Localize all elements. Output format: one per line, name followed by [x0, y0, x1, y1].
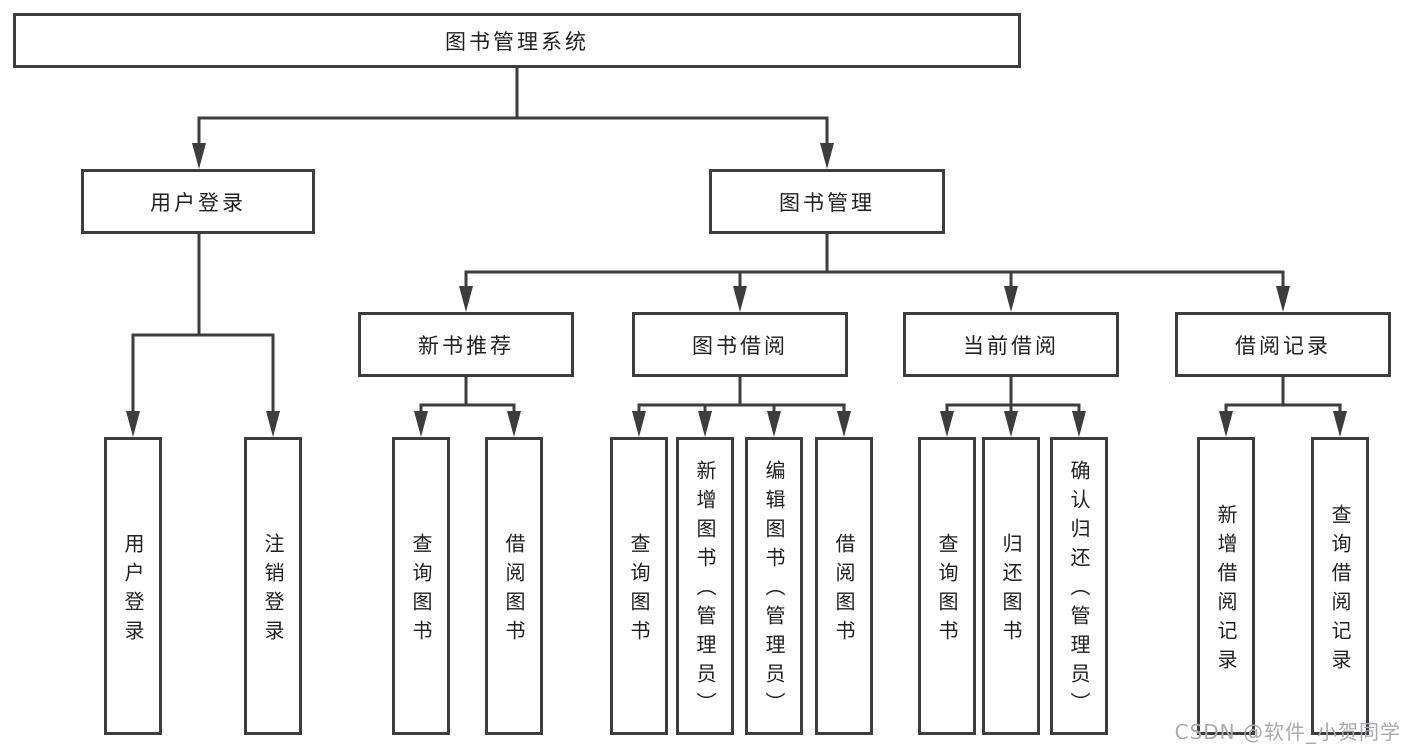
node-user-login-label: 用户登录	[150, 190, 246, 215]
leaf-logout-login-label: 注销登录	[261, 532, 285, 649]
edges-book-management-to-level3	[459, 232, 1290, 312]
leaf-query-borrow-record-label: 查询借阅记录	[1328, 503, 1352, 678]
leaf-edit-books-admin-label: 编辑图书（管理员）	[762, 460, 786, 721]
node-library-system: 图书管理系统	[13, 13, 1021, 68]
edges-root-to-level2	[192, 66, 834, 169]
leaf-query-books-recommend-label: 查询图书	[409, 532, 433, 649]
node-borrowing-records-label: 借阅记录	[1235, 333, 1331, 358]
node-current-borrowing-label: 当前借阅	[963, 333, 1059, 358]
node-new-book-recommendation-label: 新书推荐	[418, 333, 514, 358]
leaf-return-books: 归还图书	[982, 437, 1040, 735]
leaf-confirm-return-admin: 确认归还（管理员）	[1050, 437, 1108, 735]
leaf-query-books-recommend: 查询图书	[392, 437, 450, 735]
watermark: CSDN @软件_小贺同学	[1174, 720, 1401, 744]
leaf-add-borrow-record-label: 新增借阅记录	[1214, 503, 1238, 678]
leaf-logout-login: 注销登录	[244, 437, 302, 735]
leaf-confirm-return-admin-label: 确认归还（管理员）	[1067, 460, 1091, 721]
node-new-book-recommendation: 新书推荐	[358, 312, 574, 377]
edges-borrowing-records-children	[1219, 375, 1347, 437]
edges-book-borrowing-children	[632, 375, 851, 437]
leaf-add-books-admin: 新增图书（管理员）	[676, 437, 734, 735]
edges-new-book-recommendation-children	[414, 375, 521, 437]
edges-current-borrowing-children	[940, 375, 1086, 437]
leaf-return-books-label: 归还图书	[999, 532, 1023, 649]
node-user-login: 用户登录	[81, 169, 315, 234]
leaf-edit-books-admin: 编辑图书（管理员）	[745, 437, 803, 735]
leaf-borrow-books-borrowing: 借阅图书	[815, 437, 873, 735]
node-book-borrowing-label: 图书借阅	[692, 333, 788, 358]
edges-user-login-children	[126, 232, 280, 437]
leaf-add-books-admin-label: 新增图书（管理员）	[693, 460, 717, 721]
node-book-borrowing: 图书借阅	[632, 312, 848, 377]
leaf-borrow-books-borrowing-label: 借阅图书	[832, 532, 856, 649]
leaf-query-borrow-record: 查询借阅记录	[1311, 437, 1369, 735]
leaf-borrow-books-recommend-label: 借阅图书	[502, 532, 526, 649]
node-library-system-label: 图书管理系统	[445, 29, 589, 54]
leaf-query-books-current-label: 查询图书	[935, 532, 959, 649]
leaf-user-login-label: 用户登录	[121, 532, 145, 649]
node-current-borrowing: 当前借阅	[903, 312, 1119, 377]
node-borrowing-records: 借阅记录	[1175, 312, 1391, 377]
leaf-user-login: 用户登录	[104, 437, 162, 735]
leaf-query-books-borrowing: 查询图书	[610, 437, 668, 735]
leaf-query-books-borrowing-label: 查询图书	[627, 532, 651, 649]
leaf-add-borrow-record: 新增借阅记录	[1197, 437, 1255, 735]
leaf-query-books-current: 查询图书	[918, 437, 976, 735]
node-book-management: 图书管理	[709, 169, 945, 234]
leaf-borrow-books-recommend: 借阅图书	[485, 437, 543, 735]
node-book-management-label: 图书管理	[779, 190, 875, 215]
